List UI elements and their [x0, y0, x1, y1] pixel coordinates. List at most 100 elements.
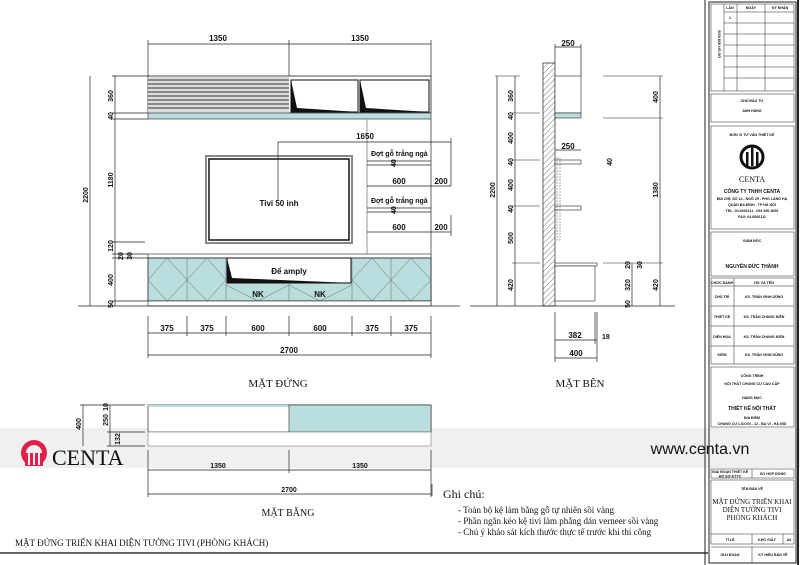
- label-front-bottom-dims-5: 375: [404, 324, 418, 333]
- label-title-block-rev-label: SỬA ĐỔI HỒ SƠ: [717, 30, 722, 59]
- front-elevation: 1350 1350 Tivi 50 inh 1650 Đợt gỗ trắng …: [78, 34, 460, 390]
- label-title-block-scale-label: TỈ LỆ: [726, 537, 735, 542]
- label-plan-left-dims-2: 250: [103, 414, 110, 426]
- label-front-left-dims-1: 40: [108, 112, 115, 120]
- centa-logo: [739, 144, 765, 170]
- label-side-right-dims-0: 400: [653, 91, 660, 103]
- watermark-brand: CENTA: [52, 445, 124, 470]
- label-title-block-phase-label: GIAI ĐOẠN: [721, 553, 740, 557]
- plan-dims: 1350 1350 2700 MẶT BẰNG: [147, 450, 432, 519]
- label-title-block-stage: HỒ SƠ KTTC: [719, 474, 742, 479]
- notes: Ghi chú: - Toàn bộ kệ làm bằng gỗ tự nhi…: [431, 484, 659, 537]
- tv-label: Tivi 50 inh: [260, 199, 299, 208]
- label-title-block-paper-label: KHỔ GIẤY: [758, 537, 776, 542]
- sheet-title: MẶT ĐỨNG TRIỂN KHAI DIỆN TƯỜNG TIVI (PHÒ…: [15, 538, 268, 548]
- label-front-shelf-dims-1: 200: [434, 177, 448, 186]
- watermark-url: www.centa.vn: [650, 441, 750, 458]
- label-title-block-rev-headers-2: KÝ NHẬN: [772, 5, 789, 10]
- front-title: MẶT ĐỨNG: [248, 378, 307, 390]
- label-title-block-staff-2-1: KS. TRẦN CHUNG KIÊN: [744, 334, 785, 339]
- label-front-left-dims-4: 20: [118, 252, 125, 260]
- label-plan-dims-1: 1350: [352, 463, 368, 470]
- label-title-block-staff-headers-0: CHỨC DANH: [711, 280, 734, 285]
- label-side-left-dims-2: 400: [508, 132, 515, 144]
- plan-title: MẶT BẰNG: [262, 506, 315, 519]
- shelf-label-lower: Đợt gỗ trắng ngà: [371, 196, 428, 205]
- label-side-mid: 250: [561, 142, 575, 151]
- label-title-block-director: NGUYỄN ĐỨC THÀNH: [725, 263, 778, 270]
- side-elevation: 250 250 2200 360 40 400 40 400 40 500 42…: [470, 39, 675, 390]
- label-title-block-rev-no: 1: [729, 16, 731, 20]
- dim-height: 2200: [83, 187, 90, 203]
- label-notes-items-0: - Toàn bộ kệ làm bằng gỗ tự nhiên sồi và…: [458, 505, 615, 515]
- label-title-block-owner-label: CHỦ ĐẦU TƯ: [741, 98, 764, 103]
- label-title-block-staff-2-0: DIỄN HỌA: [713, 334, 731, 339]
- label-front-left-dims-0: 360: [108, 90, 115, 102]
- label-title-block-drawing-lines-0: MẶT ĐỨNG TRIỂN KHAI: [712, 498, 792, 506]
- title-block: LẦN NGÀY KÝ NHẬN 1 SỬA ĐỔI HỒ SƠ CHỦ ĐẦU…: [704, 0, 799, 565]
- label-title-block-category: THIẾT KẾ NỘI THẤT: [728, 404, 776, 412]
- label-title-block-project-label: CÔNG TRÌNH: [741, 373, 764, 378]
- dim-top-right: 1350: [351, 34, 369, 43]
- label-side-inner-dims-0: 40: [607, 158, 614, 166]
- label-front-left-dims-3: 120: [108, 240, 115, 252]
- label-side-left-dims-4: 400: [508, 179, 515, 191]
- label-title-block-rev-headers-1: NGÀY: [746, 5, 757, 10]
- label-title-block-paper: A4: [787, 538, 792, 542]
- label-front-left-dims-7: 50: [108, 300, 115, 308]
- label-front-bottom-dims-1: 375: [200, 324, 214, 333]
- label-title-block-drawing-lines-2: PHÒNG KHÁCH: [727, 514, 778, 522]
- label-title-block-location-label: ĐỊA ĐIỂM: [744, 415, 760, 420]
- label-front-shelf-thick: 40: [391, 159, 398, 167]
- amply-label: Để amply: [271, 267, 307, 276]
- dim-top-left: 1350: [209, 34, 227, 43]
- label-title-block-stage-label: GIAI ĐOẠN THIẾT KẾ: [712, 469, 749, 474]
- label-title-block-fax: FAX: 04.6666111: [738, 215, 766, 219]
- plan-view: 400 10 250 132: [76, 403, 432, 447]
- label-title-block-consultant-label: ĐƠN VỊ TƯ VẤN THIẾT KẾ: [730, 132, 775, 137]
- label-side-bottom-2: 400: [569, 349, 583, 358]
- label-front-shelf-dims-1: 200: [434, 223, 448, 232]
- label-plan-left-dims-3: 132: [115, 433, 122, 445]
- label-title-block-logo-text: CENTA: [739, 175, 765, 184]
- label-side-bottom-0: 382: [568, 331, 582, 340]
- label-side-bottom-1: 18: [602, 334, 610, 341]
- label-title-block-contract-label: SỐ HỢP ĐỒNG: [760, 471, 786, 476]
- dim-1650: 1650: [356, 132, 374, 141]
- notes-heading: Ghi chú:: [443, 487, 485, 501]
- label-title-block-staff-headers-1: HỌ VÀ TÊN: [754, 280, 774, 285]
- label-front-left-dims-6: 400: [108, 274, 115, 286]
- label-front-shelf-dims-0: 600: [392, 177, 406, 186]
- label-title-block-tel: TEL: 04.6666111 - 094 456 3666: [726, 209, 779, 213]
- label-plan-total: 2700: [281, 487, 297, 494]
- label-plan-left-dims-0: 400: [76, 418, 83, 430]
- side-title: MẶT BÊN: [556, 378, 605, 390]
- label-front-shelf-dims-0: 600: [392, 223, 406, 232]
- label-title-block-drawing-lines-1: DIỆN TƯỜNG TIVI: [723, 506, 782, 514]
- label-title-block-category-label: HẠNG MỤC: [742, 396, 762, 400]
- label-notes-items-1: - Phần ngăn kéo kệ tivi làm phẳng dán ve…: [458, 516, 659, 526]
- label-front-bottom-dims-3: 600: [313, 324, 327, 333]
- label-title-block-staff-3-1: KS. TRẦN VINH DŨNG: [745, 352, 783, 357]
- label-side-top: 250: [561, 39, 575, 48]
- label-title-block-company: CÔNG TY TNHH CENTA: [724, 187, 781, 195]
- dim-total: 2700: [280, 346, 298, 355]
- label-plan-dims-0: 1350: [210, 463, 226, 470]
- label-front-left-dims-5: 30: [127, 252, 134, 260]
- label-side-left-dims-5: 40: [508, 205, 515, 213]
- label-title-block-rev-headers-0: LẦN: [726, 6, 734, 10]
- label-title-block-address1: ĐỊA CHỈ: SỐ 14 - NGÕ 25 - PHỐ LÁNG HẠ: [717, 196, 788, 201]
- label-title-block-staff-1-1: KS. TRẦN CHUNG KIÊN: [744, 314, 785, 319]
- label-title-block-project: NỘI THẤT CHUNG CƯ CAO CẤP: [724, 381, 780, 386]
- shelf-label-upper: Đợt gỗ trắng ngà: [371, 149, 428, 158]
- label-title-block-staff-1-0: THIẾT KẾ: [714, 314, 731, 319]
- label-title-block-staff-3-0: KIỂM: [718, 352, 727, 357]
- label-side-inner-dims-1: 20: [625, 261, 632, 269]
- slatted-panel: [148, 77, 289, 113]
- label-title-block-staff-0-1: KS. TRẦN VINH DŨNG: [745, 294, 783, 299]
- label-side-right-dims-2: 420: [653, 279, 660, 291]
- label-title-block-owner: ANH HÙNG: [742, 108, 762, 113]
- nk-label-2: NK: [314, 290, 326, 299]
- label-title-block-address2: QUẬN BA ĐÌNH - TP HÀ NỘI: [728, 202, 776, 207]
